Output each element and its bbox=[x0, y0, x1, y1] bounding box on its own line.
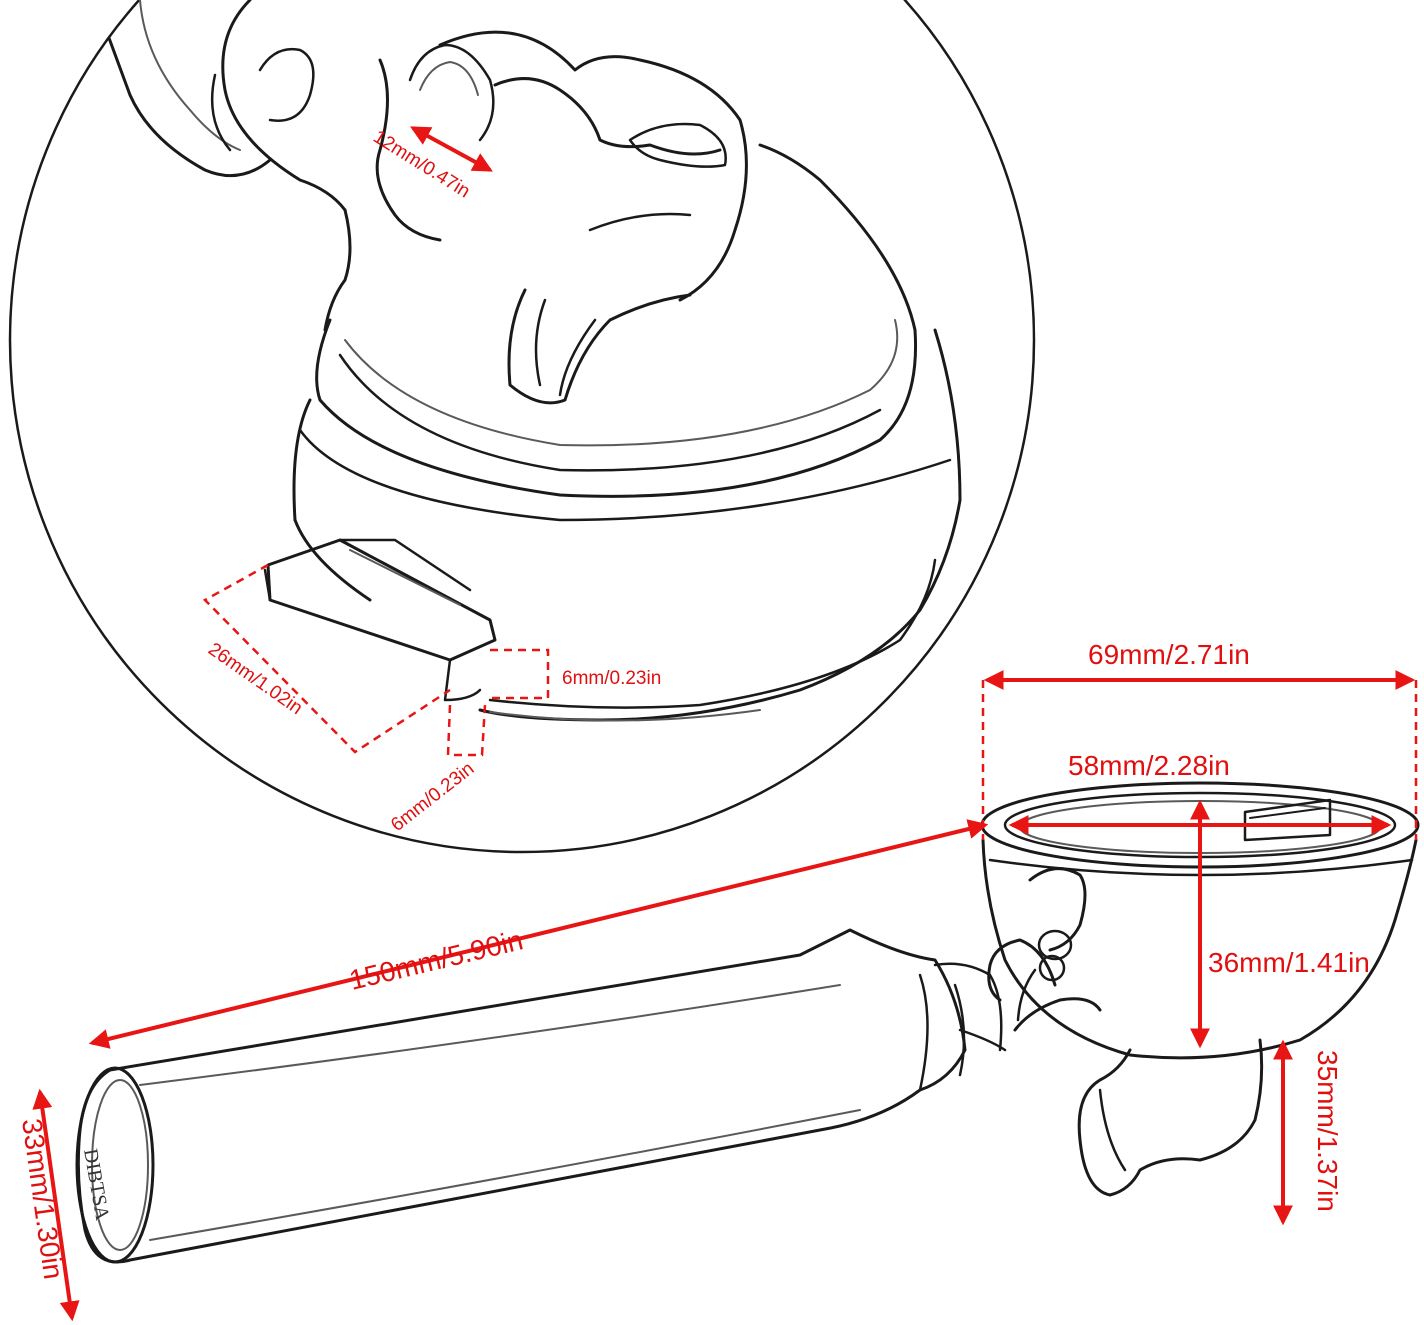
portafilter-line-art: DIBTSA bbox=[75, 781, 1420, 1264]
portafilter-dimensions: 69mm/2.71in 58mm/2.28in 36mm/1.41in 35mm… bbox=[16, 639, 1418, 1322]
total-length-label: 150mm/5.90in bbox=[346, 924, 526, 996]
zoom-line-art bbox=[93, 0, 962, 722]
tab-depth-label: 6mm/0.23in bbox=[387, 758, 478, 836]
tab-depth-guide bbox=[446, 704, 487, 757]
outer-diameter-label: 69mm/2.71in bbox=[1088, 639, 1250, 670]
inner-diameter-label: 58mm/2.28in bbox=[1068, 750, 1230, 781]
zoom-circle-outline bbox=[8, 0, 1036, 854]
tab-height-guide bbox=[490, 648, 550, 700]
detail-zoom-view: 12mm/0.47in 26mm/1.02in 6mm/0.23in 6mm/0… bbox=[8, 0, 1036, 854]
handle-diameter-label: 33mm/1.30in bbox=[16, 1117, 69, 1282]
spout-gap-label: 12mm/0.47in bbox=[369, 126, 473, 202]
spout-height-label: 35mm/1.37in bbox=[1312, 1050, 1343, 1212]
handle-brand-logo: DIBTSA bbox=[79, 1147, 113, 1222]
tab-height-label: 6mm/0.23in bbox=[562, 668, 661, 689]
basket-depth-label: 36mm/1.41in bbox=[1208, 947, 1370, 978]
tab-length-guide bbox=[202, 563, 451, 754]
